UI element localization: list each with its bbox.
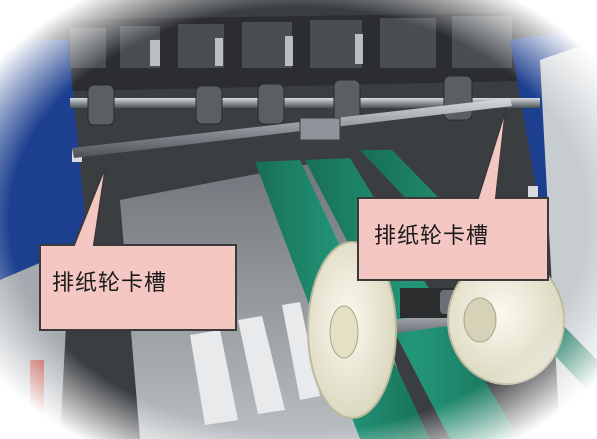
callout-right-box: [357, 107, 549, 281]
callout-left-box: [39, 164, 237, 331]
callout-label-left: 排纸轮卡槽: [52, 271, 168, 296]
callout-label-right: 排纸轮卡槽: [374, 224, 490, 249]
